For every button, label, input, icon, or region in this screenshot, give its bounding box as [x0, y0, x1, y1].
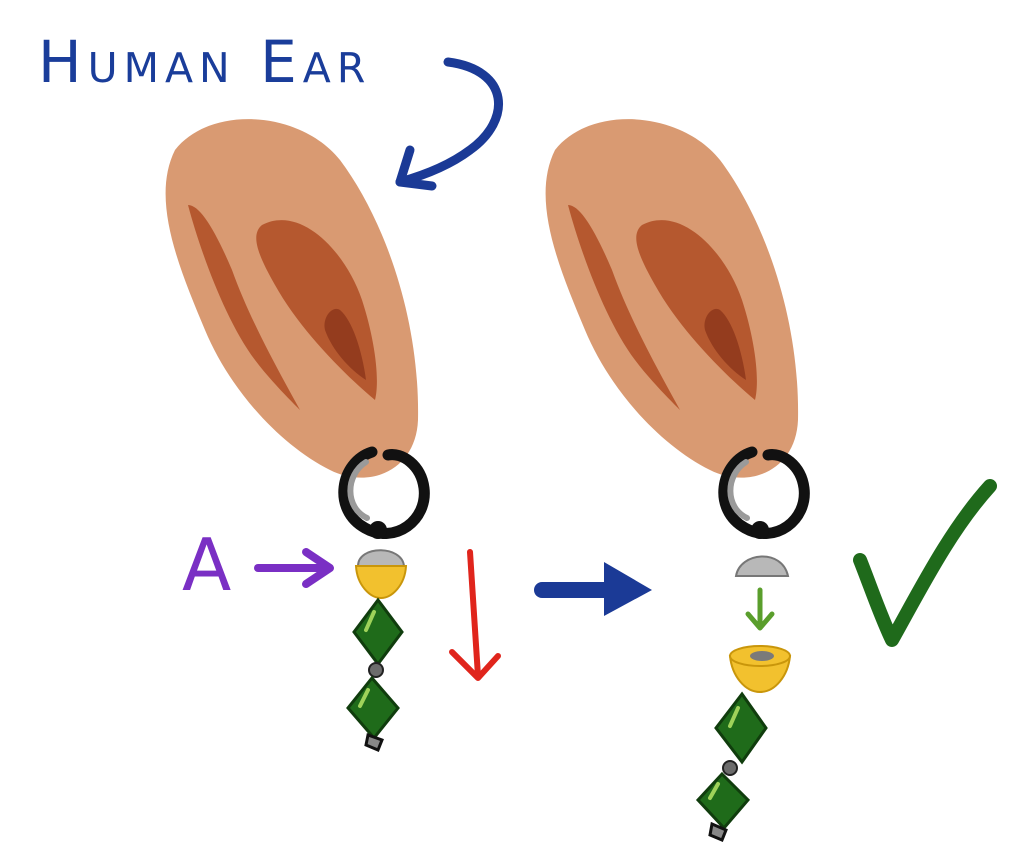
title-pointer-arrow: [395, 57, 503, 191]
label-a-arrow: [254, 548, 334, 588]
pull-down-arrow: [449, 549, 501, 681]
transition-arrow: [534, 562, 652, 616]
right-ear: [545, 119, 799, 478]
title-human-ear: Human Ear: [38, 28, 371, 96]
left-ear: [165, 119, 419, 478]
label-a: A: [182, 523, 231, 607]
checkmark-icon: [853, 479, 997, 647]
right-earring: [695, 446, 810, 842]
left-earring: [338, 446, 430, 752]
